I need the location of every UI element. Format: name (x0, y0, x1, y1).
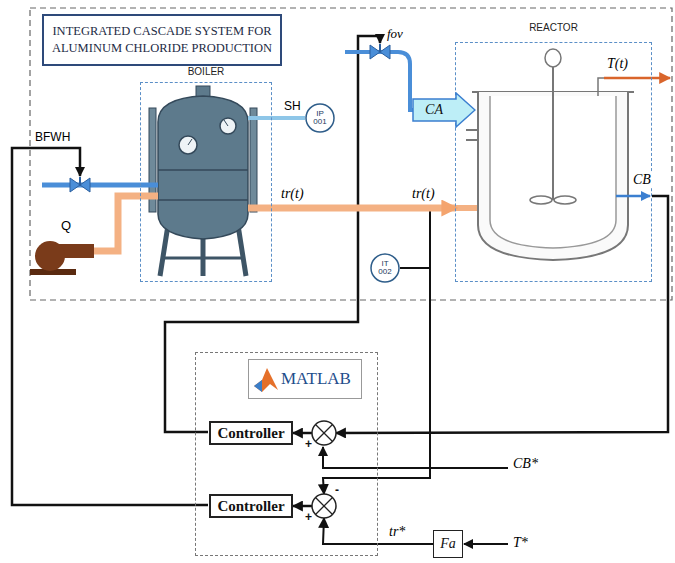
summing-cross (316, 498, 333, 515)
connector (272, 116, 305, 120)
instrument-outline (306, 104, 334, 132)
connector (293, 432, 312, 435)
signal-name: T(t) (606, 56, 629, 71)
summing-junction: + (304, 413, 344, 453)
connector (272, 205, 455, 212)
sign-label: + (305, 511, 312, 523)
sign-label: + (305, 438, 312, 450)
controller-box: Controller (209, 421, 293, 445)
sign-label: - (335, 484, 339, 496)
feed-pipe (345, 52, 414, 110)
temperature-output (604, 77, 670, 80)
pressure-indicator: IP001 (305, 103, 335, 133)
signal-name: CB (632, 172, 652, 187)
software-name: MATLAB (281, 369, 351, 389)
connector (336, 196, 668, 433)
signal-name: CB* (512, 456, 539, 471)
region-heading: REACTOR (455, 22, 652, 33)
connector (323, 518, 433, 544)
title-box: INTEGRATED CASCADE SYSTEM FOR ALUMINUM C… (42, 14, 282, 66)
signal-name: T* (512, 535, 529, 550)
valve-signal-wire (12, 148, 208, 505)
summing-cross (316, 425, 333, 442)
bfwh-valve (70, 177, 90, 192)
matlab-icon-base (254, 380, 262, 392)
feed-arrow-outline (413, 93, 475, 127)
instrument-tag: 002 (378, 268, 391, 276)
title-text: INTEGRATED CASCADE SYSTEM FOR ALUMINUM C… (50, 23, 274, 57)
matlab-icon (253, 364, 279, 394)
instrument-tag: IP (316, 110, 324, 118)
boiler-region: BOILER (140, 66, 272, 282)
air-pipe (92, 196, 158, 251)
controller-box: Controller (209, 494, 293, 518)
blower-symbol (30, 241, 94, 275)
edge-label: SH (283, 100, 302, 113)
system-boundary (30, 8, 672, 300)
summing-junction: +- (304, 486, 344, 526)
summing-cross (316, 498, 333, 515)
matlab-logo-box: MATLAB (248, 359, 362, 399)
feed-arrow: CA (412, 92, 476, 128)
feed-arrow-shape (412, 92, 476, 128)
matlab-icon-peak (254, 368, 278, 392)
setpoint-wire (464, 543, 508, 545)
measurement-wire (429, 211, 431, 268)
region-border (140, 82, 272, 282)
boiler-illustration (149, 86, 272, 276)
controller-label: Controller (217, 498, 284, 515)
summing-circle (312, 421, 336, 445)
fov-valve (370, 44, 390, 59)
reactor-illustration (455, 49, 650, 260)
label-text: Q (60, 219, 72, 233)
region-border (455, 42, 652, 282)
signal-name: fov (386, 27, 404, 41)
edge-label: tr* (388, 524, 406, 539)
function-box: Fa (433, 530, 463, 558)
temperature-transmitter: IT002 (370, 253, 400, 283)
stream-name: CA (414, 101, 454, 119)
label-text: BFWH (34, 131, 71, 144)
instrument-tag: IT (381, 260, 388, 268)
edge-label: tr(t) (280, 186, 305, 201)
controller-label: Controller (217, 425, 284, 442)
summing-circle (312, 494, 336, 518)
connector (293, 505, 312, 508)
instrument-tag: 001 (313, 118, 326, 126)
signal-name: tr(t) (411, 186, 436, 201)
instrument-outline (371, 254, 399, 282)
setpoint-wire (323, 447, 508, 468)
region-heading: BOILER (140, 66, 272, 77)
valve-signal-wire (165, 36, 380, 432)
function-label: Fa (440, 536, 456, 552)
matlab-region: MATLABController+Controller+- (195, 352, 378, 556)
summing-cross (316, 425, 333, 442)
